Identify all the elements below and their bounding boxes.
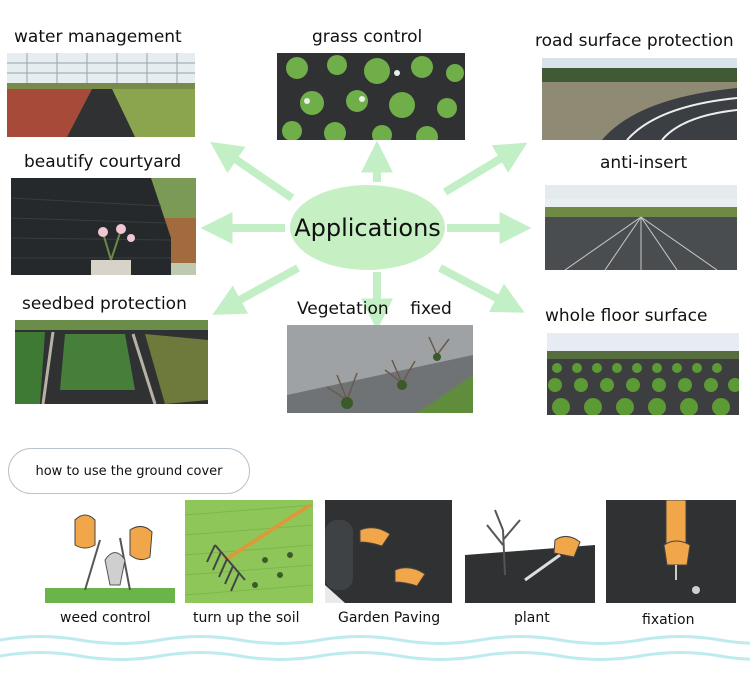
step-label-garden-paving: Garden Paving bbox=[338, 610, 441, 626]
center-label: Applications bbox=[294, 213, 441, 242]
how-to-title: how to use the ground cover bbox=[35, 463, 223, 479]
label-grass-control: grass control bbox=[312, 27, 423, 47]
photo-whole-floor-surface bbox=[547, 333, 739, 415]
label-vegetation-fixed: Vegetation fixed bbox=[297, 299, 452, 319]
applications-center: Applications bbox=[290, 185, 445, 270]
step-image-garden-paving bbox=[325, 500, 452, 603]
step-image-weed-control bbox=[45, 500, 175, 603]
label-road-surface-protection: road surface protection bbox=[535, 31, 734, 51]
how-to-cloud: how to use the ground cover bbox=[8, 448, 250, 494]
step-label-turn-up-soil: turn up the soil bbox=[193, 610, 300, 626]
step-image-plant bbox=[465, 500, 595, 603]
photo-vegetation-fixed bbox=[287, 325, 473, 413]
photo-water-management bbox=[7, 53, 195, 137]
step-label-plant: plant bbox=[514, 610, 550, 626]
step-image-turn-up-soil bbox=[185, 500, 313, 603]
arrow-road-surface bbox=[442, 142, 528, 196]
photo-seedbed-protection bbox=[15, 320, 208, 404]
arrow-seedbed bbox=[212, 264, 300, 315]
photo-beautify-courtyard bbox=[11, 178, 196, 275]
label-water-management: water management bbox=[14, 27, 182, 47]
label-seedbed-protection: seedbed protection bbox=[22, 294, 187, 314]
arrow-water-management bbox=[210, 141, 295, 202]
label-anti-insert: anti-insert bbox=[600, 153, 688, 173]
label-whole-floor-surface: whole floor surface bbox=[545, 306, 708, 326]
step-label-fixation: fixation bbox=[642, 612, 695, 628]
step-image-fixation bbox=[606, 500, 736, 603]
arrow-whole-floor bbox=[438, 264, 525, 313]
photo-road-surface-protection bbox=[542, 58, 737, 140]
photo-grass-control bbox=[277, 53, 465, 140]
step-label-weed-control: weed control bbox=[60, 610, 151, 626]
label-beautify-courtyard: beautify courtyard bbox=[24, 152, 182, 172]
photo-anti-insert bbox=[545, 185, 737, 270]
